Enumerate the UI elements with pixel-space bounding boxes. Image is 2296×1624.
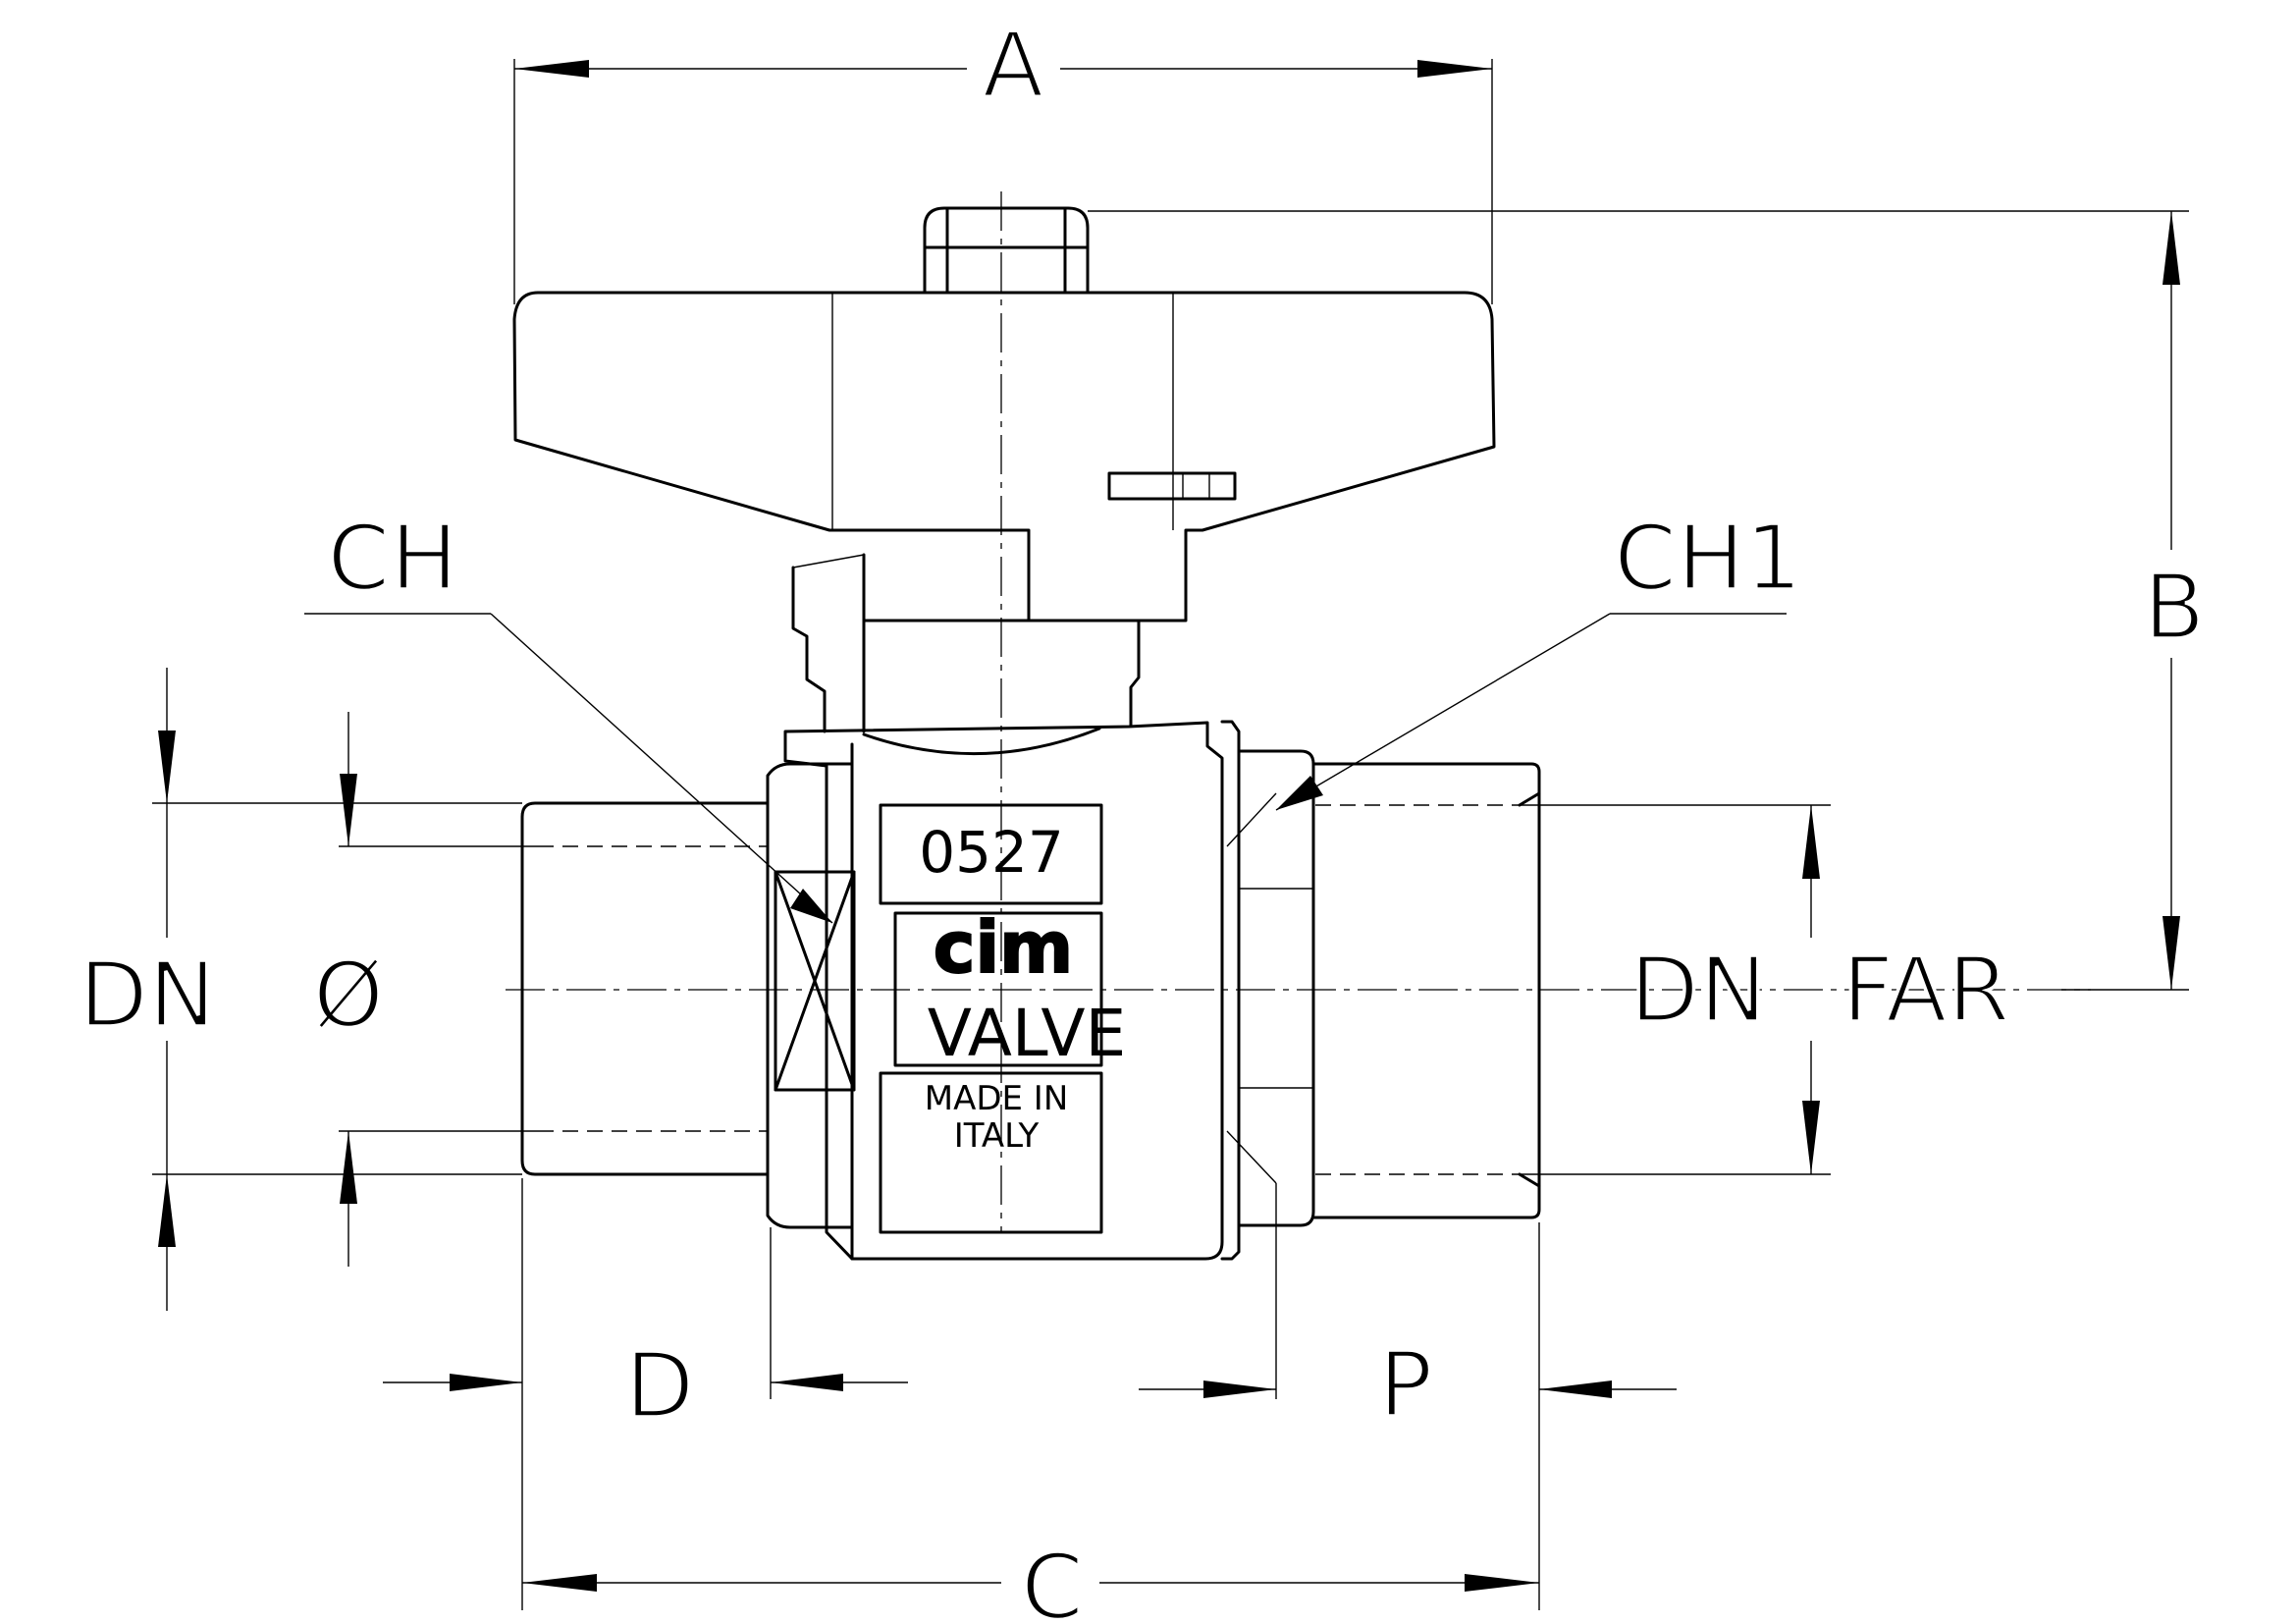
- butterfly-handle: [512, 206, 1496, 623]
- dimension-dn-right-label: DN: [1629, 938, 1767, 1043]
- center-lines: [506, 191, 2091, 1232]
- dimension-dn-diameter: DN Ø: [77, 668, 538, 1311]
- dimension-b-label: B: [2143, 555, 2205, 660]
- dimension-d-label: D: [625, 1333, 695, 1438]
- dimension-dn-far: DN FAR: [1520, 804, 2011, 1175]
- dimension-p-label: P: [1378, 1332, 1432, 1437]
- dimension-diameter-label: Ø: [313, 943, 384, 1048]
- callout-ch-label: CH: [327, 506, 457, 611]
- callout-ch1: CH1: [1275, 504, 1804, 811]
- valve-body: [766, 720, 1241, 1261]
- dimension-a: A: [513, 11, 1493, 304]
- dimension-d: D: [383, 1227, 908, 1440]
- left-threaded-end: [520, 801, 770, 1176]
- origin-line2-text: ITALY: [954, 1116, 1040, 1156]
- dimension-p: P: [1139, 1183, 1677, 1439]
- callout-ch: CH: [304, 504, 833, 924]
- product-text: VALVE: [928, 996, 1126, 1071]
- dimension-c: C: [521, 1178, 1540, 1624]
- origin-line1-text: MADE IN: [925, 1079, 1069, 1118]
- dimension-b: B: [1088, 210, 2207, 991]
- valve-stem: [791, 553, 1141, 733]
- body-code-text: 0527: [919, 819, 1064, 886]
- dimension-dn-left-label: DN: [79, 943, 216, 1048]
- callout-ch1-label: CH1: [1614, 506, 1802, 611]
- dimension-far-label: FAR: [1842, 938, 2009, 1043]
- dimension-a-label: A: [983, 13, 1044, 118]
- brand-text: cim: [934, 906, 1073, 989]
- body-markings: 0527 cim VALVE MADE IN ITALY: [919, 819, 1126, 1156]
- right-connector: [1226, 749, 1541, 1227]
- dimension-c-label: C: [1021, 1535, 1084, 1624]
